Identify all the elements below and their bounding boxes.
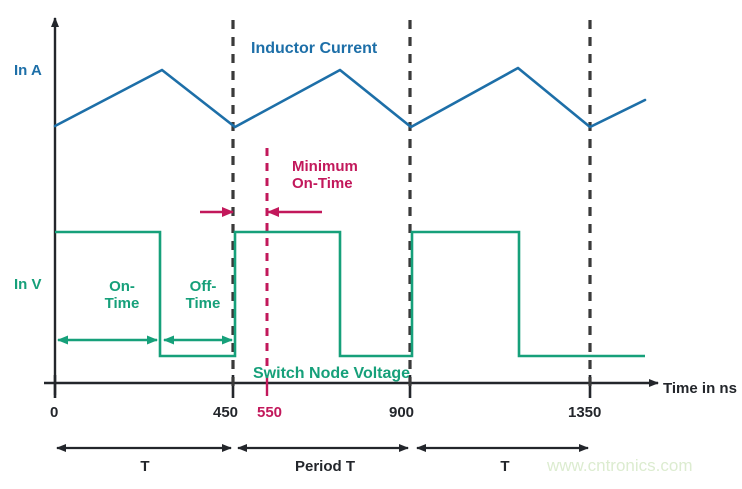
x-tick-label-900: 900: [389, 404, 415, 421]
watermark: www.cntronics.com: [547, 456, 693, 475]
period-span-label-2: Period T: [294, 458, 355, 475]
period-marker-lines: [231, 20, 592, 392]
inductor-current-waveform: [53, 66, 647, 129]
x-tick-label-450: 450: [213, 404, 239, 421]
switch-node-voltage-waveform: [55, 230, 645, 358]
x-axis-label-time: Time in ns: [663, 380, 737, 397]
inductor-current-title: Inductor Current: [251, 40, 378, 57]
on-time-label: On- Time: [104, 278, 140, 312]
minimum-on-time-label: Minimum On-Time: [292, 158, 358, 192]
period-span-label-1: T: [140, 458, 150, 475]
y-axis-label-current: In A: [14, 62, 42, 79]
x-tick-label-1350: 1350: [568, 404, 602, 421]
y-axis-label-voltage: In V: [14, 276, 42, 293]
switch-node-voltage-title: Switch Node Voltage: [253, 365, 411, 382]
period-span-label-3: T: [500, 458, 510, 475]
x-tick-label-0: 0: [50, 404, 59, 421]
off-time-label: Off- Time: [185, 278, 221, 312]
x-tick-label-550: 550: [257, 404, 283, 421]
